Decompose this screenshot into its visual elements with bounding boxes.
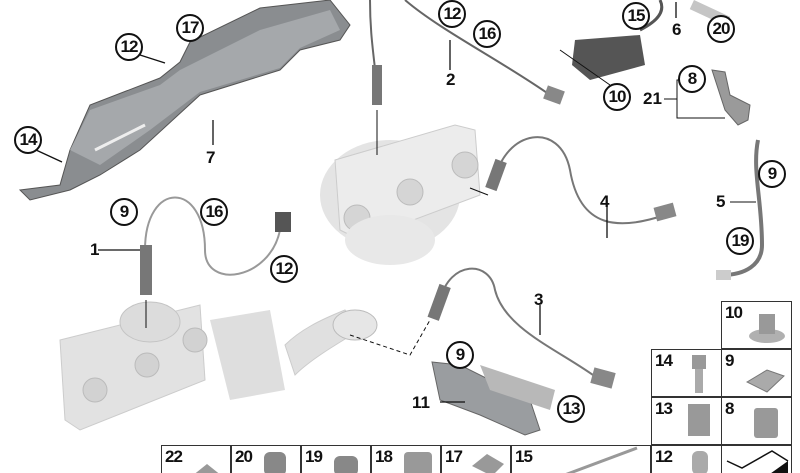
sensor-3-drawing bbox=[349, 267, 616, 389]
part-cell-17: 17 bbox=[441, 445, 511, 473]
callout-4: 4 bbox=[600, 192, 610, 211]
callout-12: 12 bbox=[270, 255, 298, 283]
callout-9: 9 bbox=[446, 341, 474, 369]
reference-symbol-icon bbox=[726, 450, 789, 473]
part-cell-19: 19 bbox=[301, 445, 371, 473]
part-cell-12: 12 bbox=[651, 445, 722, 473]
callout-12: 12 bbox=[438, 0, 466, 28]
callout-17: 17 bbox=[176, 14, 204, 42]
part-cell-22: 22 bbox=[161, 445, 231, 473]
part-number: 12 bbox=[655, 447, 673, 466]
part-cell-14: 14 bbox=[651, 349, 722, 397]
part-cell-18: 18 bbox=[371, 445, 441, 473]
part-cell-15: 15 bbox=[511, 445, 651, 473]
part-number: 22 bbox=[165, 447, 183, 466]
part-cell-8: 8 bbox=[721, 397, 792, 445]
callout-9: 9 bbox=[758, 160, 786, 188]
callout-5: 5 bbox=[716, 192, 726, 211]
clip-icon bbox=[754, 408, 778, 438]
upper-manifold-drawing bbox=[320, 124, 481, 265]
part-cell-20: 20 bbox=[231, 445, 301, 473]
bracket-11-drawing bbox=[431, 361, 555, 436]
callout-11: 11 bbox=[412, 393, 430, 412]
callout-15: 15 bbox=[622, 2, 650, 30]
nut-icon bbox=[749, 314, 785, 343]
callout-13: 13 bbox=[557, 395, 585, 423]
tube-5-drawing bbox=[716, 139, 765, 280]
callout-10: 10 bbox=[603, 83, 631, 111]
clip-icon bbox=[334, 456, 358, 473]
part-number: 17 bbox=[445, 447, 463, 466]
part-number: 13 bbox=[655, 399, 673, 418]
clip-icon bbox=[692, 451, 708, 473]
part-cell-9: 9 bbox=[721, 349, 792, 397]
bolt-icon bbox=[692, 355, 706, 393]
part-cell-13: 13 bbox=[651, 397, 722, 445]
cable-tie-icon bbox=[565, 446, 638, 473]
part-cell-reference bbox=[721, 445, 792, 473]
part-number: 9 bbox=[725, 351, 735, 370]
part-cell-10: 10 bbox=[721, 301, 792, 349]
sensor-4-drawing bbox=[469, 136, 677, 225]
callout-2: 2 bbox=[446, 70, 456, 89]
part-number: 18 bbox=[375, 447, 393, 466]
callout-21: 21 bbox=[643, 89, 662, 108]
callout-9: 9 bbox=[110, 198, 138, 226]
callout-7: 7 bbox=[206, 148, 216, 167]
part-number: 14 bbox=[655, 351, 673, 370]
callout-19: 19 bbox=[726, 227, 754, 255]
part-number: 19 bbox=[305, 447, 323, 466]
callout-3: 3 bbox=[534, 290, 544, 309]
heat-shield-drawing bbox=[18, 0, 351, 201]
clip-icon bbox=[404, 452, 432, 473]
callout-14: 14 bbox=[14, 126, 42, 154]
callout-8: 8 bbox=[678, 65, 706, 93]
callout-16: 16 bbox=[200, 198, 228, 226]
clip-icon bbox=[745, 369, 785, 393]
clip-icon bbox=[688, 404, 710, 436]
lower-manifold-drawing bbox=[59, 301, 378, 431]
leader-lines bbox=[35, 2, 677, 403]
part-number: 8 bbox=[725, 399, 735, 418]
sensor-1-drawing bbox=[140, 196, 291, 328]
clip-icon bbox=[195, 464, 219, 473]
bracket-21-drawing bbox=[664, 69, 751, 126]
clip-icon bbox=[472, 454, 504, 473]
part-number: 10 bbox=[725, 303, 743, 322]
callout-6: 6 bbox=[672, 20, 682, 39]
callout-12: 12 bbox=[115, 33, 143, 61]
callout-20: 20 bbox=[707, 15, 735, 43]
callout-1: 1 bbox=[90, 240, 100, 259]
part-number: 15 bbox=[515, 447, 533, 466]
clip-icon bbox=[264, 452, 286, 473]
sensor-2-drawing bbox=[369, 0, 565, 155]
part-number: 20 bbox=[235, 447, 253, 466]
callout-16: 16 bbox=[473, 20, 501, 48]
